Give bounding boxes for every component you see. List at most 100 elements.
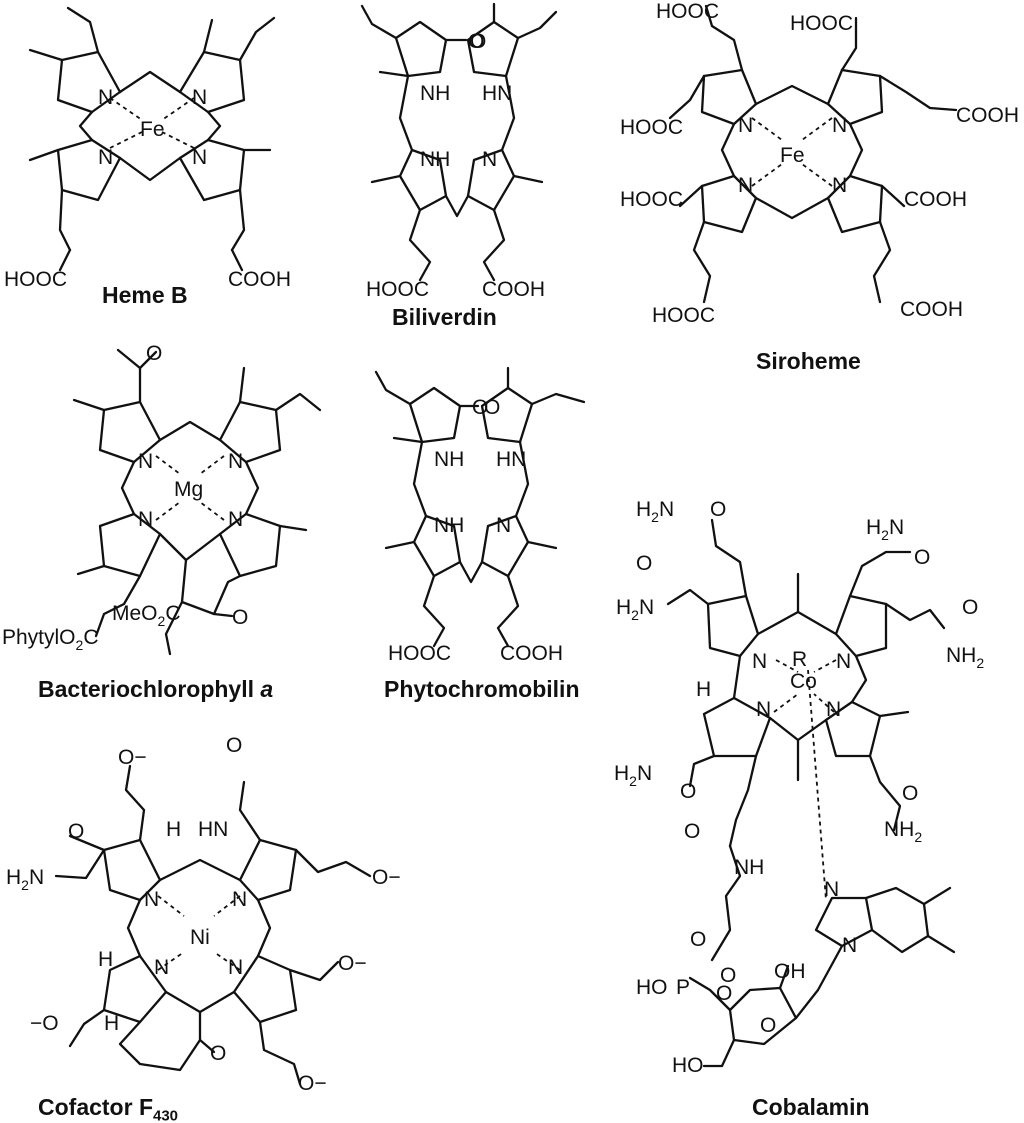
phyto-nh2: HN [496,448,526,471]
siro-acid-4: COOH [956,104,1019,127]
siro-acid-6: COOH [904,188,967,211]
label-cobalamin: Cobalamin [752,1094,870,1120]
biliverdin-structure: O O NH HN NH N HOOC COOH [360,2,558,301]
cobalamin-benz-n2: N [842,934,857,957]
f430-carboxylate-bottom: O− [298,1072,327,1095]
cobalamin-o-e: O [680,780,696,803]
f430-carboxylate-top: O− [118,746,147,769]
f430-hn: HN [198,818,228,841]
bchl-n3: N [138,508,153,531]
phytochromobilin-structure: O O NH HN NH N HOOC COOH [374,366,586,665]
bchl-methyl-ester: MeO2C [112,602,180,629]
cobalamin-o-ring: O [716,982,732,1005]
heme-n1: N [98,86,113,109]
cobalamin-ho-p: HO [636,976,668,999]
heme-acid-right: COOH [228,268,291,291]
cobalamin-axial-r: R [792,648,807,671]
f430-structure: N N N N Ni HN O H H H O O− O H2N O− O− −… [6,734,401,1095]
f430-n4: N [228,956,243,979]
cobalamin-o-b: O [636,552,652,575]
bili-nh3: NH [420,148,450,171]
bchl-n1: N [138,450,153,473]
f430-o-keto: O [210,1042,226,1065]
siro-n1: N [738,114,753,137]
cobalamin-ho-ch2: HO [672,1054,704,1077]
bili-o-right: O [470,30,486,53]
label-siroheme: Siroheme [756,348,861,374]
label-biliverdin: Biliverdin [392,304,497,330]
heme-metal: Fe [140,118,165,141]
f430-h1: H [166,818,181,841]
siro-n4: N [832,174,847,197]
siro-n3: N [738,174,753,197]
phyto-o-right: O [484,396,500,419]
bili-acid-left: HOOC [366,278,429,301]
f430-h2: H [98,948,113,971]
f430-n2: N [232,888,247,911]
phyto-nh1: NH [434,448,464,471]
heme-n4: N [192,146,207,169]
siro-n2: N [832,114,847,137]
bili-nh2: HN [482,82,512,105]
siro-metal: Fe [780,144,805,167]
siro-acid-7: HOOC [652,304,715,327]
phyto-nh3: NH [434,514,464,537]
bchl-o-keto: O [232,606,248,629]
f430-carboxylate-mid: O− [338,952,367,975]
siro-acid-3: HOOC [620,116,683,139]
f430-amide-o: O [68,820,84,843]
cobalamin-o-furanose: O [760,1014,776,1037]
f430-n3: N [154,956,169,979]
cobalamin-o-a: O [710,498,726,521]
cobalamin-o-g: O [684,820,700,843]
siro-acid-2: HOOC [790,12,853,35]
label-f430: Cofactor F430 [38,1094,179,1123]
label-phytochromobilin: Phytochromobilin [384,676,580,702]
label-heme-b: Heme B [102,282,188,308]
cobalamin-nh: NH [734,856,764,879]
bili-o-left: O [468,30,484,53]
cobalamin-o-ether: O [690,928,706,951]
cobalamin-amide-a: H2N [636,498,674,525]
cobalamin-h: H [696,678,711,701]
f430-o-lactam: O [226,734,242,757]
siro-acid-1: HOOC [656,0,719,23]
cobalamin-amide-b: H2N [616,596,654,623]
bchl-metal: Mg [174,478,203,501]
cobalamin-amide-c: H2N [866,516,904,543]
cobalamin-structure: Co R N N N N H H2N O H2N O O H2N O NH2 H… [614,498,984,1077]
f430-amide: H2N [6,866,44,893]
cobalamin-p: P [676,976,690,999]
f430-metal: Ni [190,926,210,949]
f430-h3: H [104,1012,119,1035]
heme-n2: N [192,86,207,109]
cobalamin-o-d: O [962,596,978,619]
cobalamin-amide-e: H2N [614,762,652,789]
cobalamin-n4: N [826,698,841,721]
cobalamin-n1: N [752,650,767,673]
heme-b-structure: N N N N Fe HOOC COOH [4,6,291,291]
bchl-o-acetyl: O [146,342,162,365]
cobalamin-n3: N [756,698,771,721]
cobalamin-oh: OH [774,960,806,983]
cobalamin-n2: N [836,650,851,673]
f430-carboxylate-left: −O [30,1012,59,1035]
cobalamin-amide-d: NH2 [946,644,984,671]
cobalamin-amide-f: NH2 [884,818,922,845]
bchl-phytyl-ester: PhytylO2C [2,626,99,653]
bili-n: N [482,148,497,171]
phyto-o-left: O [472,396,488,419]
phyto-acid-left: HOOC [388,642,451,665]
siroheme-structure: HOOC HOOC HOOC COOH HOOC COOH HOOC COOH … [620,0,1019,327]
cobalamin-metal: Co [790,670,817,693]
heme-acid-left: HOOC [4,268,67,291]
cobalamin-benz-n1: N [824,878,839,901]
heme-n3: N [98,146,113,169]
label-bacteriochlorophyll: Bacteriochlorophyll a [38,676,274,702]
bacteriochlorophyll-structure: O O N N N N Mg PhytylO2C MeO2C [2,342,322,656]
bili-nh1: NH [420,82,450,105]
phyto-n: N [496,514,511,537]
f430-carboxylate-right: O− [372,866,401,889]
